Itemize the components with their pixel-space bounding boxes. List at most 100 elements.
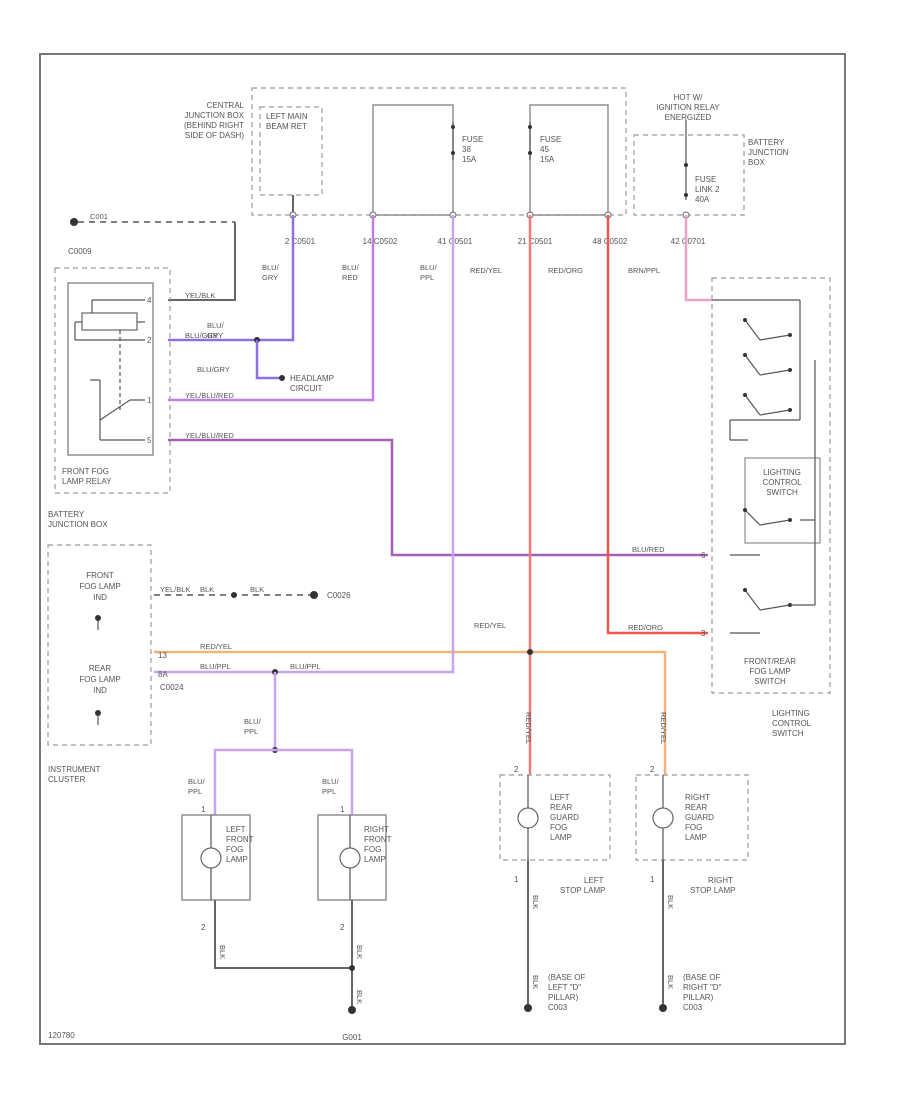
lighting-switch-internals <box>712 299 821 634</box>
svg-text:YEL/BLU/RED: YEL/BLU/RED <box>185 391 234 400</box>
svg-text:6: 6 <box>701 551 706 560</box>
svg-text:REAR: REAR <box>685 803 707 812</box>
fuse-link-terminal <box>684 163 688 167</box>
svg-text:FRONT: FRONT <box>86 571 114 580</box>
svg-text:RED/ORG: RED/ORG <box>548 266 583 275</box>
fuse-45-label: FUSE 45 15A <box>540 135 561 164</box>
svg-text:LAMP: LAMP <box>226 855 248 864</box>
svg-text:PPL: PPL <box>244 727 258 736</box>
svg-text:2: 2 <box>147 336 152 345</box>
front-fog-indicator: FRONT FOG LAMP IND <box>79 571 121 630</box>
left-rear-guard-fog-lamp <box>499 774 611 861</box>
right-rear-guard-pin-1: 1 <box>650 875 655 884</box>
svg-text:RED/YEL: RED/YEL <box>470 266 502 275</box>
ground-icon <box>348 1006 356 1014</box>
instrument-cluster-box <box>47 544 152 746</box>
lighting-switch-label: LIGHTING CONTROL SWITCH <box>762 468 802 497</box>
red-yel-horizontal-wire <box>154 650 667 775</box>
svg-text:SWITCH: SWITCH <box>766 488 798 497</box>
svg-text:IND: IND <box>93 686 107 695</box>
front-rear-switch-label: FRONT/REAR FOG LAMP SWITCH <box>744 657 796 686</box>
svg-text:LIGHTING: LIGHTING <box>763 468 801 477</box>
svg-text:FOG LAMP: FOG LAMP <box>79 582 120 591</box>
svg-text:40A: 40A <box>695 195 710 204</box>
svg-text:IGNITION RELAY: IGNITION RELAY <box>656 103 720 112</box>
headlamp-terminal <box>279 375 285 381</box>
red-yel-splice <box>527 649 533 655</box>
svg-text:GUARD: GUARD <box>685 813 714 822</box>
svg-text:HOT W/: HOT W/ <box>674 93 704 102</box>
right-stop-label: RIGHT STOP LAMP <box>690 876 736 895</box>
svg-text:BLU/: BLU/ <box>262 263 280 272</box>
svg-text:REAR: REAR <box>550 803 572 812</box>
left-rear-ground-icon <box>524 1004 532 1012</box>
svg-text:CIRCUIT: CIRCUIT <box>290 384 323 393</box>
right-rear-guard-pin-2: 2 <box>650 765 655 774</box>
svg-text:INSTRUMENT: INSTRUMENT <box>48 765 101 774</box>
svg-text:PILLAR): PILLAR) <box>683 993 714 1002</box>
svg-text:2 C0501: 2 C0501 <box>285 237 316 246</box>
red-yel-vertical-label-2: RED/YEL <box>659 712 668 744</box>
relay-name-label: FRONT FOG LAMP RELAY <box>62 467 112 486</box>
svg-text:BLU/RED: BLU/RED <box>632 545 665 554</box>
svg-text:FRONT: FRONT <box>226 835 254 844</box>
right-rear-ground-icon <box>659 1004 667 1012</box>
relay-pin-labels: 4 2 1 5 <box>147 296 152 445</box>
svg-text:FUSE: FUSE <box>462 135 483 144</box>
svg-text:SWITCH: SWITCH <box>772 729 804 738</box>
indicator-pin-labels: 13 8A C0024 <box>158 651 184 692</box>
svg-text:BOX: BOX <box>748 158 766 167</box>
svg-text:LAMP: LAMP <box>550 833 572 842</box>
svg-text:BLK: BLK <box>200 585 214 594</box>
blu-ppl-labels: BLU/ PPL BLU/ PPL BLU/ PPL <box>188 717 340 796</box>
battery-junction-box-top <box>633 134 745 216</box>
svg-text:CONTROL: CONTROL <box>772 719 812 728</box>
svg-text:BLU/PPL: BLU/PPL <box>290 662 321 671</box>
svg-text:BLK: BLK <box>531 895 540 909</box>
blu-red-switch-wire <box>168 438 708 557</box>
right-front-fog-pin-2: 2 <box>340 923 345 932</box>
blu-red-wire <box>168 215 375 402</box>
svg-text:RIGHT: RIGHT <box>685 793 710 802</box>
fuse-45-terminal <box>528 125 532 129</box>
svg-text:LAMP: LAMP <box>685 833 707 842</box>
g001-label: G001 <box>342 1033 362 1042</box>
svg-text:BLU/GRY: BLU/GRY <box>185 331 218 340</box>
right-pillar-label: (BASE OF RIGHT "D" PILLAR) C003 <box>683 973 722 1012</box>
svg-text:42 C0701: 42 C0701 <box>671 237 706 246</box>
left-rear-guard-label: LEFT REAR GUARD FOG LAMP <box>550 793 579 842</box>
lighting-switch-wire-labels: BLU/RED RED/ORG 6 3 <box>628 545 706 638</box>
svg-text:BATTERY: BATTERY <box>48 510 85 519</box>
svg-text:PILLAR): PILLAR) <box>548 993 579 1002</box>
svg-text:BLU/: BLU/ <box>244 717 262 726</box>
svg-text:BLU/: BLU/ <box>322 777 340 786</box>
svg-text:BLK: BLK <box>355 945 364 959</box>
svg-text:48 C0502: 48 C0502 <box>593 237 628 246</box>
svg-text:REAR: REAR <box>89 664 111 673</box>
svg-text:PPL: PPL <box>188 787 202 796</box>
footer-id: 120780 <box>48 1031 75 1040</box>
left-main-beam-label: LEFT MAIN BEAM RET <box>266 112 308 131</box>
c0001-connector: C001 <box>70 212 235 226</box>
fuse-38-label: FUSE 38 15A <box>462 135 483 164</box>
blu-gry-label: BLU/ GRY <box>207 321 225 340</box>
right-rear-guard-label: RIGHT REAR GUARD FOG LAMP <box>685 793 714 842</box>
svg-text:BLK: BLK <box>218 945 227 959</box>
svg-text:4: 4 <box>147 296 152 305</box>
svg-text:SWITCH: SWITCH <box>754 677 786 686</box>
svg-text:BLU/PPL: BLU/PPL <box>200 662 231 671</box>
svg-text:STOP LAMP: STOP LAMP <box>690 886 736 895</box>
svg-text:8A: 8A <box>158 670 168 679</box>
svg-text:CONTROL: CONTROL <box>762 478 802 487</box>
svg-text:C003: C003 <box>548 1003 568 1012</box>
svg-text:BLK: BLK <box>666 895 675 909</box>
svg-text:13: 13 <box>158 651 167 660</box>
left-front-fog-bulb-icon <box>200 847 222 869</box>
svg-text:BLK: BLK <box>250 585 264 594</box>
hot-ignition-label: HOT W/ IGNITION RELAY ENERGIZED <box>656 93 720 122</box>
left-main-beam-box <box>259 106 323 196</box>
c0026-ground: YEL/BLK BLK BLK C0026 <box>154 585 351 600</box>
svg-text:RIGHT: RIGHT <box>708 876 733 885</box>
svg-text:IND: IND <box>93 593 107 602</box>
